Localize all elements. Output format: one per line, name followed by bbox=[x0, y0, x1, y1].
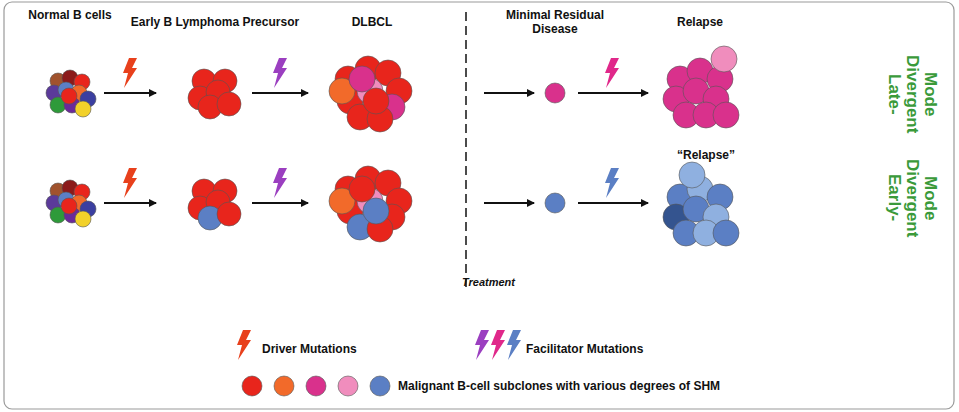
mode-label: Late-Divergent Mode bbox=[885, 48, 939, 140]
b-cell bbox=[370, 376, 390, 396]
b-cell bbox=[75, 101, 91, 117]
column-header: Normal B cells bbox=[25, 8, 115, 22]
treatment-divider bbox=[465, 12, 467, 288]
column-header: DLBCL bbox=[332, 15, 412, 29]
progression-arrow bbox=[484, 92, 534, 94]
b-cell bbox=[363, 198, 389, 224]
progression-arrow bbox=[252, 202, 308, 204]
column-header: Minimal Residual Disease bbox=[495, 8, 615, 36]
mutation-bolts bbox=[123, 58, 619, 360]
b-cell bbox=[713, 102, 739, 128]
progression-arrow bbox=[578, 92, 648, 94]
cell-clusters bbox=[46, 46, 739, 396]
legend-text: Facilitator Mutations bbox=[526, 342, 643, 356]
figure-border bbox=[4, 2, 954, 409]
driver-bolt bbox=[123, 168, 137, 198]
b-cell bbox=[545, 83, 565, 103]
facilitator-bolt bbox=[273, 168, 287, 198]
progression-arrow bbox=[104, 92, 156, 94]
mode-label: Early-Divergent Mode bbox=[885, 152, 939, 244]
progression-arrow bbox=[252, 92, 308, 94]
b-cell bbox=[61, 88, 77, 104]
legend-facilitator-bolt bbox=[475, 330, 489, 360]
facilitator-bolt bbox=[605, 168, 619, 198]
b-cell bbox=[349, 66, 375, 92]
b-cell bbox=[713, 220, 739, 246]
progression-arrow bbox=[578, 202, 648, 204]
b-cell bbox=[338, 376, 358, 396]
b-cell bbox=[711, 46, 737, 72]
b-cell bbox=[75, 211, 91, 227]
relapse-label: “Relapse” bbox=[661, 148, 751, 162]
legend-text: Malignant B-cell subclones with various … bbox=[398, 379, 720, 393]
b-cell bbox=[363, 88, 389, 114]
facilitator-bolt bbox=[605, 58, 619, 88]
b-cell bbox=[306, 376, 326, 396]
b-cell bbox=[61, 198, 77, 214]
b-cell bbox=[242, 376, 262, 396]
facilitator-bolt bbox=[273, 58, 287, 88]
legend-driver-bolt bbox=[237, 330, 251, 360]
progression-arrow bbox=[484, 202, 534, 204]
progression-arrow bbox=[104, 202, 156, 204]
driver-bolt bbox=[123, 58, 137, 88]
column-header: Early B Lymphoma Precursor bbox=[120, 15, 310, 29]
treatment-label: Treatment bbox=[462, 275, 552, 289]
column-header: Relapse bbox=[660, 15, 740, 29]
b-cell bbox=[545, 193, 565, 213]
legend-facilitator-bolt bbox=[491, 330, 505, 360]
b-cell bbox=[217, 92, 241, 116]
legend-text: Driver Mutations bbox=[262, 342, 357, 356]
b-cell bbox=[679, 162, 705, 188]
legend-facilitator-bolt bbox=[507, 330, 521, 360]
b-cell bbox=[274, 376, 294, 396]
b-cell bbox=[217, 202, 241, 226]
b-cell bbox=[349, 176, 375, 202]
